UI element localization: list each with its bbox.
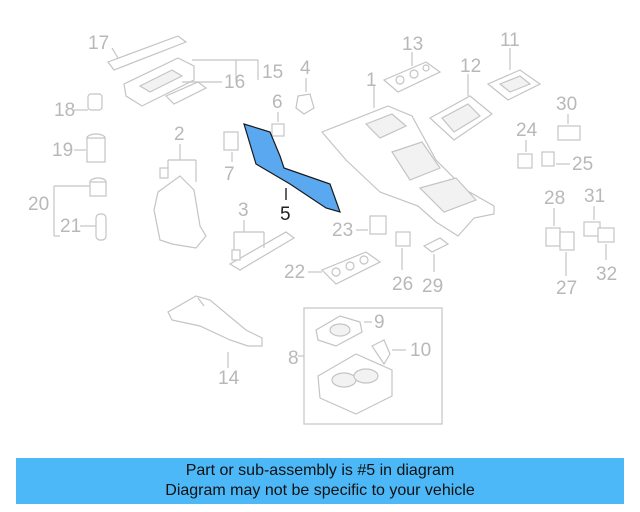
part-12[interactable] bbox=[428, 74, 493, 141]
callout-12: 12 bbox=[460, 56, 481, 77]
callout-25: 25 bbox=[572, 154, 593, 175]
callout-3: 3 bbox=[238, 200, 249, 221]
callout-13: 13 bbox=[402, 34, 423, 55]
callout-19: 19 bbox=[52, 140, 73, 161]
part-24[interactable] bbox=[517, 140, 533, 169]
part-19[interactable] bbox=[74, 133, 106, 163]
callout-2: 2 bbox=[174, 124, 185, 145]
banner-line-1: Part or sub-assembly is #5 in diagram bbox=[185, 462, 455, 479]
banner-line-2: Diagram may not be specific to your vehi… bbox=[165, 482, 475, 499]
part-5-highlighted[interactable] bbox=[243, 123, 341, 213]
callout-22: 22 bbox=[284, 262, 305, 283]
parts-diagram: 17 16 15 18 19 20 21 bbox=[28, 30, 617, 425]
part-31[interactable] bbox=[583, 206, 615, 260]
part-20[interactable] bbox=[53, 177, 107, 241]
callout-21: 21 bbox=[60, 216, 81, 237]
callout-32: 32 bbox=[596, 264, 617, 285]
callout-29: 29 bbox=[422, 276, 443, 297]
part-15-assembly[interactable] bbox=[123, 57, 259, 107]
callout-31: 31 bbox=[584, 186, 605, 207]
part-11[interactable] bbox=[486, 48, 542, 101]
part-6[interactable] bbox=[271, 112, 285, 137]
part-26[interactable] bbox=[395, 231, 411, 270]
callout-1: 1 bbox=[366, 70, 377, 91]
callout-5: 5 bbox=[280, 204, 291, 225]
part-1[interactable] bbox=[320, 86, 495, 237]
callout-28: 28 bbox=[544, 188, 565, 209]
part-29[interactable] bbox=[422, 237, 450, 272]
callout-4: 4 bbox=[300, 58, 311, 79]
callout-17: 17 bbox=[88, 33, 109, 54]
part-23[interactable] bbox=[356, 215, 387, 235]
part-18[interactable] bbox=[74, 93, 103, 111]
part-8-group[interactable] bbox=[298, 307, 443, 425]
callout-15: 15 bbox=[262, 62, 283, 83]
part-30[interactable] bbox=[557, 114, 581, 141]
callout-14: 14 bbox=[218, 368, 240, 389]
part-2[interactable] bbox=[153, 144, 207, 249]
part-7[interactable] bbox=[223, 131, 239, 162]
info-banner: Part or sub-assembly is #5 in diagram Di… bbox=[16, 458, 624, 504]
callout-8: 8 bbox=[288, 348, 299, 369]
part-28[interactable] bbox=[545, 208, 575, 276]
callout-27: 27 bbox=[556, 278, 577, 299]
part-25[interactable] bbox=[541, 151, 570, 167]
part-22[interactable] bbox=[308, 251, 382, 285]
part-4[interactable] bbox=[295, 78, 315, 115]
callout-18: 18 bbox=[54, 100, 75, 121]
part-3[interactable] bbox=[228, 220, 296, 271]
part-17[interactable] bbox=[107, 35, 188, 71]
callout-23: 23 bbox=[332, 220, 353, 241]
callout-24: 24 bbox=[516, 120, 538, 141]
callout-30: 30 bbox=[556, 94, 577, 115]
callout-7: 7 bbox=[224, 164, 235, 185]
part-13[interactable] bbox=[382, 52, 442, 93]
callout-9: 9 bbox=[374, 312, 385, 333]
part-14[interactable] bbox=[167, 295, 263, 368]
callout-20: 20 bbox=[28, 194, 49, 215]
callout-10: 10 bbox=[410, 340, 431, 361]
callout-11: 11 bbox=[500, 30, 520, 51]
callout-16: 16 bbox=[224, 72, 245, 93]
callout-6: 6 bbox=[272, 92, 283, 113]
callout-26: 26 bbox=[392, 274, 413, 295]
